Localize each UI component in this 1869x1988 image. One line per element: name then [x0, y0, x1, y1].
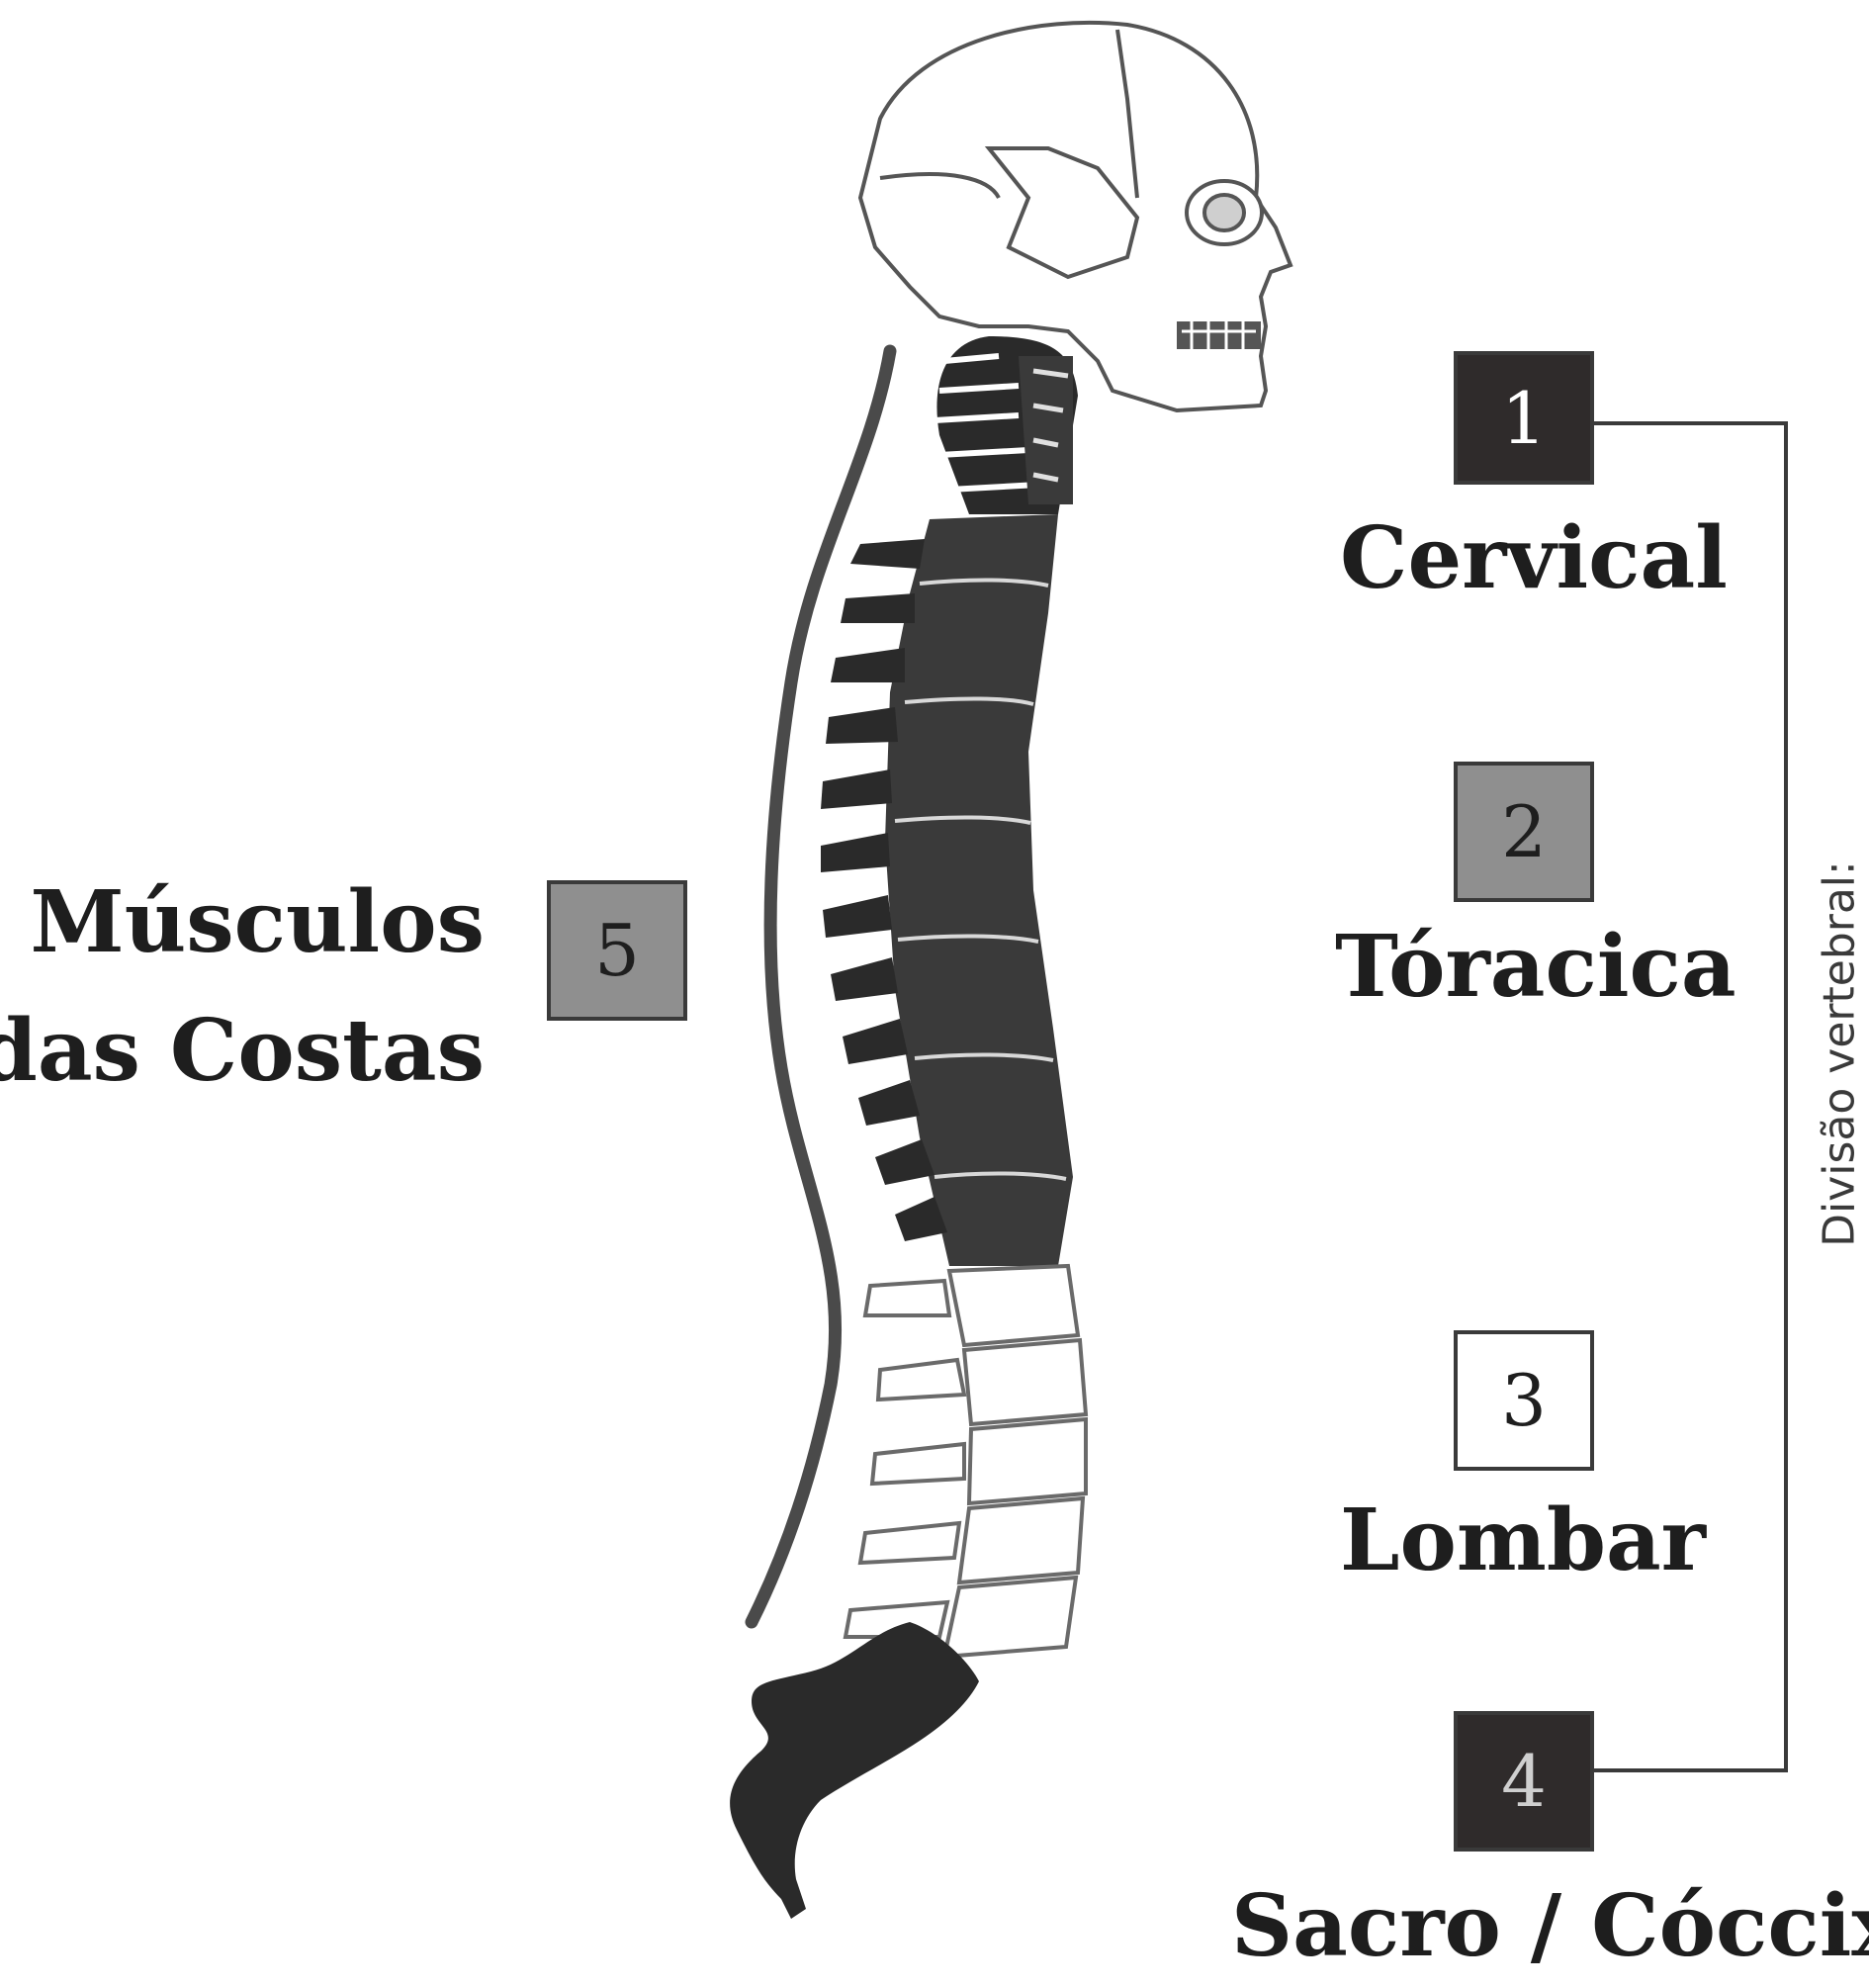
muscles-label-line2: das Costas [0, 1009, 485, 1094]
lumbar-label: Lombar [1340, 1498, 1706, 1583]
vertebral-division-label: Divisão vertebral: [1815, 856, 1865, 1251]
cervical-label: Cervical [1340, 516, 1728, 601]
sacrum-number: 4 [1501, 1746, 1547, 1817]
cervical-vertebrae [934, 336, 1078, 514]
muscles-label-line1: Músculos [31, 880, 485, 965]
skull-illustration [860, 23, 1290, 410]
sacrum-number-box: 4 [1454, 1711, 1594, 1852]
thoracic-label: Tóracica [1335, 925, 1736, 1010]
sacrum-label: Sacro / Cóccix [1231, 1884, 1869, 1969]
cervical-number-box: 1 [1454, 351, 1594, 485]
lumbar-vertebrae [846, 1266, 1086, 1657]
thoracic-number: 2 [1501, 796, 1547, 867]
muscles-number: 5 [594, 915, 640, 986]
lumbar-number-box: 3 [1454, 1330, 1594, 1471]
lumbar-number: 3 [1501, 1365, 1547, 1436]
muscles-number-box: 5 [547, 880, 687, 1021]
sacrum-coccyx [730, 1622, 979, 1919]
thoracic-number-box: 2 [1454, 762, 1594, 902]
cervical-number: 1 [1501, 383, 1547, 454]
